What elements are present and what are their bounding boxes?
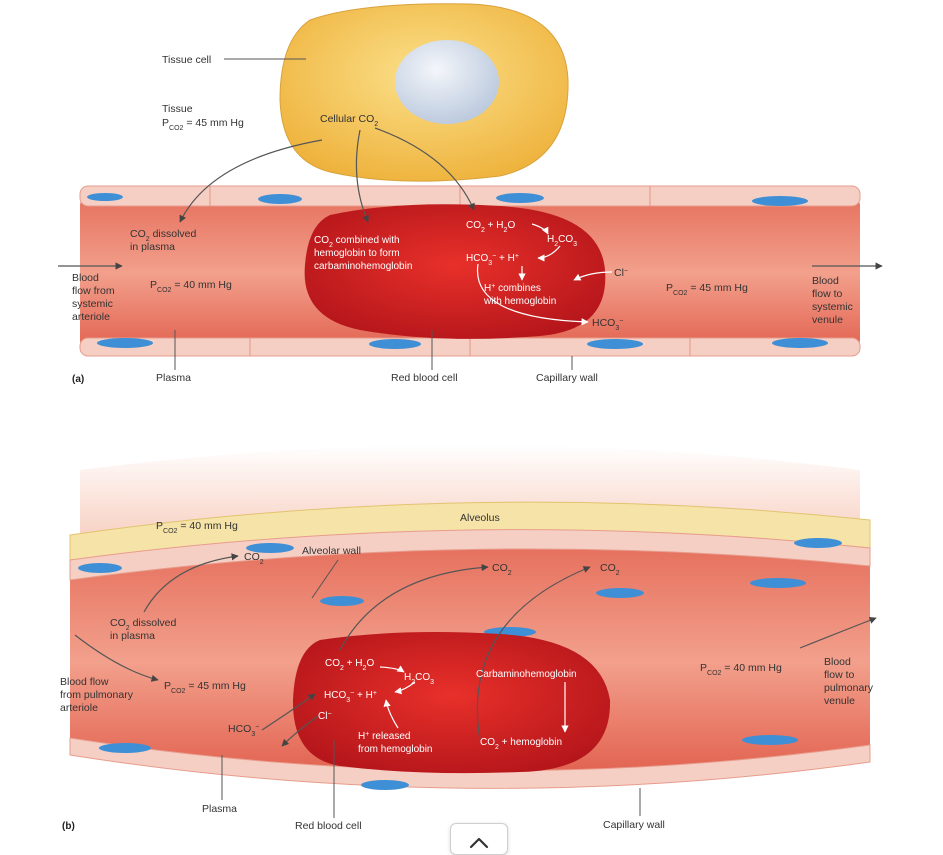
chevron-up-icon bbox=[468, 836, 490, 850]
label-co2-combined-2: hemoglobin to form bbox=[314, 248, 400, 259]
label-flow-out-2-a: flow to bbox=[812, 288, 843, 300]
tissue-cell-nucleus bbox=[395, 40, 499, 124]
label-tissue: Tissue bbox=[162, 103, 193, 115]
label-flow-out-2-b: flow to bbox=[824, 669, 855, 681]
label-alveolar-wall: Alveolar wall bbox=[302, 545, 361, 557]
label-rbc-b: Red blood cell bbox=[295, 820, 362, 832]
label-rbc-a: Red blood cell bbox=[391, 372, 458, 384]
label-capillary-wall-a: Capillary wall bbox=[536, 372, 598, 384]
label-in-plasma-b: in plasma bbox=[110, 630, 155, 642]
capillary-wall-top-a bbox=[80, 186, 860, 206]
label-flow-out-3-a: systemic bbox=[812, 301, 853, 313]
panel-b: Alveolus PCO2 = 40 mm Hg CO2 Alveolar wa… bbox=[60, 445, 876, 832]
label-flow-in-2-a: flow from bbox=[72, 285, 115, 297]
panel-tag-a: (a) bbox=[72, 374, 84, 385]
label-plasma-b: Plasma bbox=[202, 803, 237, 815]
red-blood-cell-b bbox=[293, 632, 610, 773]
label-h-combines-2: with hemoglobin bbox=[483, 296, 556, 307]
label-flow-in-3-a: systemic bbox=[72, 298, 113, 310]
label-flow-in-3-b: arteriole bbox=[60, 702, 98, 714]
panel-a: Tissue cell Tissue PCO2 = 45 mm Hg Cellu… bbox=[58, 4, 882, 385]
panel-tag-b: (b) bbox=[62, 821, 75, 832]
label-tissue-pco2: PCO2 = 45 mm Hg bbox=[162, 117, 244, 132]
label-in-plasma-a: in plasma bbox=[130, 241, 175, 253]
label-capillary-wall-b: Capillary wall bbox=[603, 819, 665, 831]
label-flow-in-2-b: from pulmonary bbox=[60, 689, 134, 701]
label-flow-out-1-b: Blood bbox=[824, 656, 851, 668]
scroll-up-button[interactable] bbox=[450, 823, 508, 855]
label-tissue-cell: Tissue cell bbox=[162, 54, 211, 66]
label-flow-in-4-a: arteriole bbox=[72, 311, 110, 323]
label-plasma-a: Plasma bbox=[156, 372, 191, 384]
label-carbamino-b: Carbaminohemoglobin bbox=[476, 669, 577, 680]
label-flow-out-4-b: venule bbox=[824, 695, 855, 707]
label-flow-out-3-b: pulmonary bbox=[824, 682, 874, 694]
label-flow-in-1-a: Blood bbox=[72, 272, 99, 284]
label-flow-in-1-b: Blood flow bbox=[60, 676, 109, 688]
label-co2-combined-3: carbaminohemoglobin bbox=[314, 261, 412, 272]
label-flow-out-1-a: Blood bbox=[812, 275, 839, 287]
label-flow-out-4-a: venule bbox=[812, 314, 843, 326]
label-h-released-2: from hemoglobin bbox=[358, 744, 432, 755]
label-alveolus: Alveolus bbox=[460, 512, 500, 524]
